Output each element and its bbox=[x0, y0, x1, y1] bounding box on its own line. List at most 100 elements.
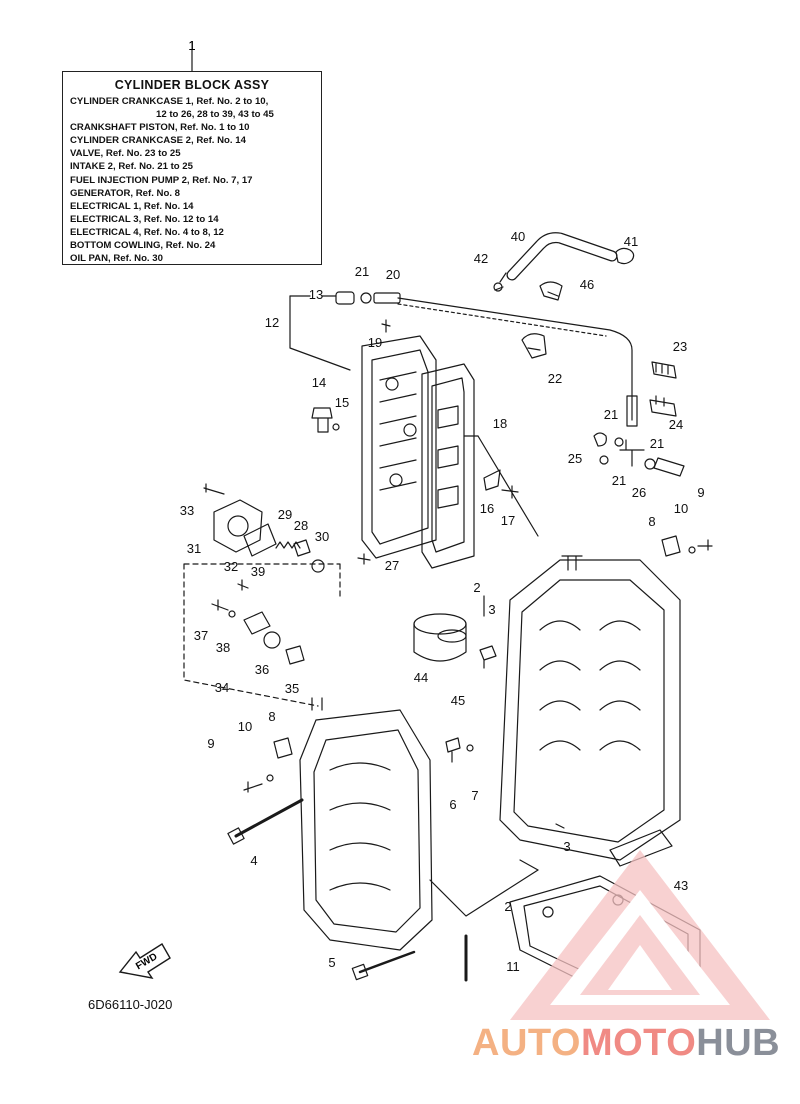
callout-5: 5 bbox=[328, 955, 335, 970]
callout-7: 7 bbox=[471, 788, 478, 803]
valve-23 bbox=[651, 361, 677, 379]
bolt-9b bbox=[243, 781, 263, 793]
bracket-16 bbox=[483, 469, 501, 491]
callout-23: 23 bbox=[673, 339, 687, 354]
crankcase-lower bbox=[299, 709, 433, 951]
callout-4: 4 bbox=[250, 853, 257, 868]
legend-line: OIL PAN, Ref. No. 30 bbox=[70, 253, 163, 265]
bolt-33 bbox=[203, 483, 225, 495]
fwd-arrow-icon bbox=[118, 943, 171, 979]
callout-39: 39 bbox=[251, 564, 265, 579]
legend-line: CRANKSHAFT PISTON, Ref. No. 1 to 10 bbox=[70, 122, 250, 134]
callout-29: 29 bbox=[278, 507, 292, 522]
tee-25 bbox=[619, 439, 645, 467]
thermostat-28 bbox=[293, 539, 311, 557]
bolt-39 bbox=[237, 579, 249, 591]
callout-10: 10 bbox=[238, 719, 252, 734]
bracket-8b bbox=[273, 737, 293, 759]
legend-line: ELECTRICAL 1, Ref. No. 14 bbox=[70, 200, 194, 212]
hose-21d bbox=[653, 457, 685, 477]
callout-21: 21 bbox=[355, 264, 369, 279]
callout-16: 16 bbox=[480, 501, 494, 516]
legend-line: CYLINDER CRANKCASE 1, Ref. No. 2 to 10, bbox=[70, 96, 269, 107]
callout-35: 35 bbox=[285, 681, 299, 696]
legend-title: CYLINDER BLOCK ASSY bbox=[114, 78, 270, 92]
watermark-part-2: MOTO bbox=[580, 1022, 697, 1064]
block-stud bbox=[561, 555, 583, 571]
legend-box: CYLINDER BLOCK ASSY CYLINDER CRANKCASE 1… bbox=[62, 71, 322, 265]
legend-line: FUEL INJECTION PUMP 2, Ref. No. 7, 17 bbox=[70, 174, 253, 186]
bolt-4-head bbox=[227, 827, 245, 845]
callout-25: 25 bbox=[568, 451, 582, 466]
callout-40: 40 bbox=[511, 229, 525, 244]
callout-44: 44 bbox=[414, 670, 428, 685]
callout-37: 37 bbox=[194, 628, 208, 643]
callout-11: 11 bbox=[506, 959, 520, 974]
oring-21b bbox=[614, 437, 624, 447]
bolt-5 bbox=[358, 950, 416, 974]
bolt-17 bbox=[501, 485, 519, 499]
callout-10: 10 bbox=[674, 501, 688, 516]
callout-24: 24 bbox=[669, 417, 683, 432]
clamp-42 bbox=[494, 272, 507, 291]
washer-15 bbox=[332, 423, 340, 431]
breather-line bbox=[397, 297, 633, 421]
legend-line: ELECTRICAL 4, Ref. No. 4 to 8, 12 bbox=[70, 226, 224, 238]
callout-18: 18 bbox=[493, 416, 507, 431]
screw-27 bbox=[357, 553, 371, 565]
bracket-8 bbox=[661, 535, 681, 557]
oring-21 bbox=[360, 292, 372, 304]
washer-10 bbox=[688, 546, 696, 554]
callout-19: 19 bbox=[368, 335, 382, 350]
screw-26 bbox=[599, 455, 609, 465]
bolt-9 bbox=[697, 539, 713, 551]
sleeve-20 bbox=[373, 292, 401, 304]
clamp-42-ring bbox=[493, 282, 503, 292]
diagram-code: 6D66110-J020 bbox=[88, 997, 173, 1012]
lower-stud bbox=[311, 697, 323, 711]
callout-6: 6 bbox=[449, 797, 456, 812]
callout-32: 32 bbox=[224, 559, 238, 574]
callout-42: 42 bbox=[474, 251, 488, 266]
callout-26: 26 bbox=[632, 485, 646, 500]
watermark-part-3: HUB bbox=[696, 1022, 781, 1064]
callout-12: 12 bbox=[265, 315, 279, 330]
callout-43: 43 bbox=[674, 878, 688, 893]
legend-line: VALVE, Ref. No. 23 to 25 bbox=[70, 148, 181, 160]
breather-line-dash bbox=[397, 303, 607, 337]
sleeve-36 bbox=[243, 611, 271, 635]
callout-15: 15 bbox=[335, 395, 349, 410]
callout-41: 41 bbox=[624, 234, 638, 249]
watermark-part-1: AUTO bbox=[472, 1022, 581, 1064]
callout-21: 21 bbox=[604, 407, 618, 422]
clamp-41 bbox=[615, 247, 635, 265]
callout-21: 21 bbox=[650, 436, 664, 451]
tube-21 bbox=[626, 395, 638, 427]
washer-10b bbox=[266, 774, 274, 782]
legend-lines: CYLINDER CRANKCASE 1, Ref. No. 2 to 10,1… bbox=[70, 95, 314, 265]
callout-13: 13 bbox=[309, 287, 323, 302]
callout-45: 45 bbox=[451, 693, 465, 708]
legend-line: ELECTRICAL 3, Ref. No. 12 to 14 bbox=[70, 213, 219, 225]
cap-26 bbox=[593, 432, 607, 447]
callout-30: 30 bbox=[315, 529, 329, 544]
cover-31 bbox=[213, 499, 263, 553]
callout-9: 9 bbox=[207, 736, 214, 751]
dowel-3b bbox=[555, 823, 565, 829]
anode-35 bbox=[285, 645, 305, 665]
bracket-2 bbox=[429, 869, 539, 917]
spring-29 bbox=[275, 541, 301, 549]
callout-8: 8 bbox=[268, 709, 275, 724]
callout-38: 38 bbox=[216, 640, 230, 655]
callout-14: 14 bbox=[312, 375, 326, 390]
callout-31: 31 bbox=[187, 541, 201, 556]
bolt-37 bbox=[211, 599, 229, 611]
callout-1: 1 bbox=[188, 38, 195, 53]
watermark-logo bbox=[510, 850, 770, 1020]
gasket-7 bbox=[466, 744, 474, 752]
callout-21: 21 bbox=[612, 473, 626, 488]
callout-3: 3 bbox=[488, 602, 495, 617]
